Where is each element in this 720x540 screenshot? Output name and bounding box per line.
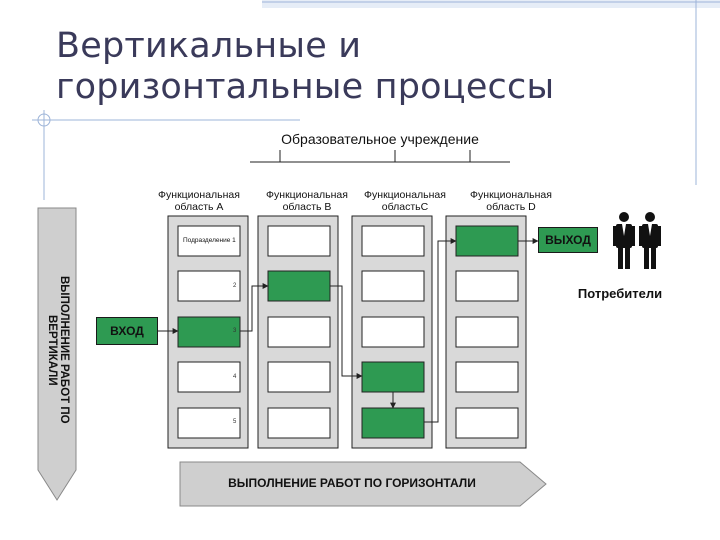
column-area-c [351, 215, 433, 449]
cell-d-1 [455, 225, 519, 257]
row-number-2: 2 [233, 283, 237, 289]
cell-a-5 [177, 407, 241, 439]
cell-c-1 [361, 225, 425, 257]
title-line-1: Вертикальные и [56, 26, 362, 66]
area-c-label: Функциональная областьС [364, 189, 446, 213]
column-area-a [167, 215, 249, 449]
row-number-4: 4 [233, 374, 237, 380]
cell-b-5 [267, 407, 331, 439]
cell-c-2 [361, 270, 425, 302]
output-box: ВЫХОД [538, 227, 598, 253]
cell-d-2 [455, 270, 519, 302]
cell-d-4 [455, 361, 519, 393]
slide-title: Вертикальные и горизонтальные процессы [56, 26, 616, 108]
organization-bracket [250, 150, 510, 163]
cell-a-1 [177, 225, 241, 257]
consumers-label: Потребители [577, 286, 663, 301]
column-area-b [257, 215, 339, 449]
cell-d-5 [455, 407, 519, 439]
cell-b-3 [267, 316, 331, 348]
flow-connectors [158, 238, 539, 423]
row-number-5: 5 [233, 419, 237, 425]
horizontal-process-arrow [179, 461, 547, 507]
cell-c-3 [361, 316, 425, 348]
input-box: ВХОД [96, 317, 158, 345]
area-a-label: Функциональная область А [158, 189, 240, 213]
area-b-label: Функциональная область В [266, 189, 348, 213]
cell-b-4 [267, 361, 331, 393]
flow-b-to-c [330, 285, 363, 379]
cell-a-2 [177, 270, 241, 302]
vertical-process-arrow [37, 207, 77, 501]
cell-b-1 [267, 225, 331, 257]
cell-d-3 [455, 316, 519, 348]
cell-c-4 [361, 361, 425, 393]
title-line-2: горизонтальные процессы [56, 67, 555, 107]
top-right-dotted-band [262, 0, 720, 8]
area-d-label: Функциональная область D [470, 189, 552, 213]
flow-a-to-b [240, 283, 269, 332]
cell-c-5 [361, 407, 425, 439]
flow-c-to-d [424, 238, 457, 423]
cell-b-2 [267, 270, 331, 302]
column-area-d [445, 215, 527, 449]
row-number-3: 3 [233, 328, 237, 334]
cell-a-4 [177, 361, 241, 393]
row-label-1: Подразделение 1 [183, 237, 236, 244]
vertical-process-label: ВЫПОЛНЕНИЕ РАБОТ ПО ВЕРТИКАЛИ [46, 276, 70, 424]
crosshair-circle [37, 113, 51, 127]
consumers-icon [613, 212, 661, 269]
horizontal-process-label: ВЫПОЛНЕНИЕ РАБОТ ПО ГОРИЗОНТАЛИ [228, 476, 476, 490]
organization-label: Образовательное учреждение [281, 131, 479, 147]
cell-a-3 [177, 316, 241, 348]
